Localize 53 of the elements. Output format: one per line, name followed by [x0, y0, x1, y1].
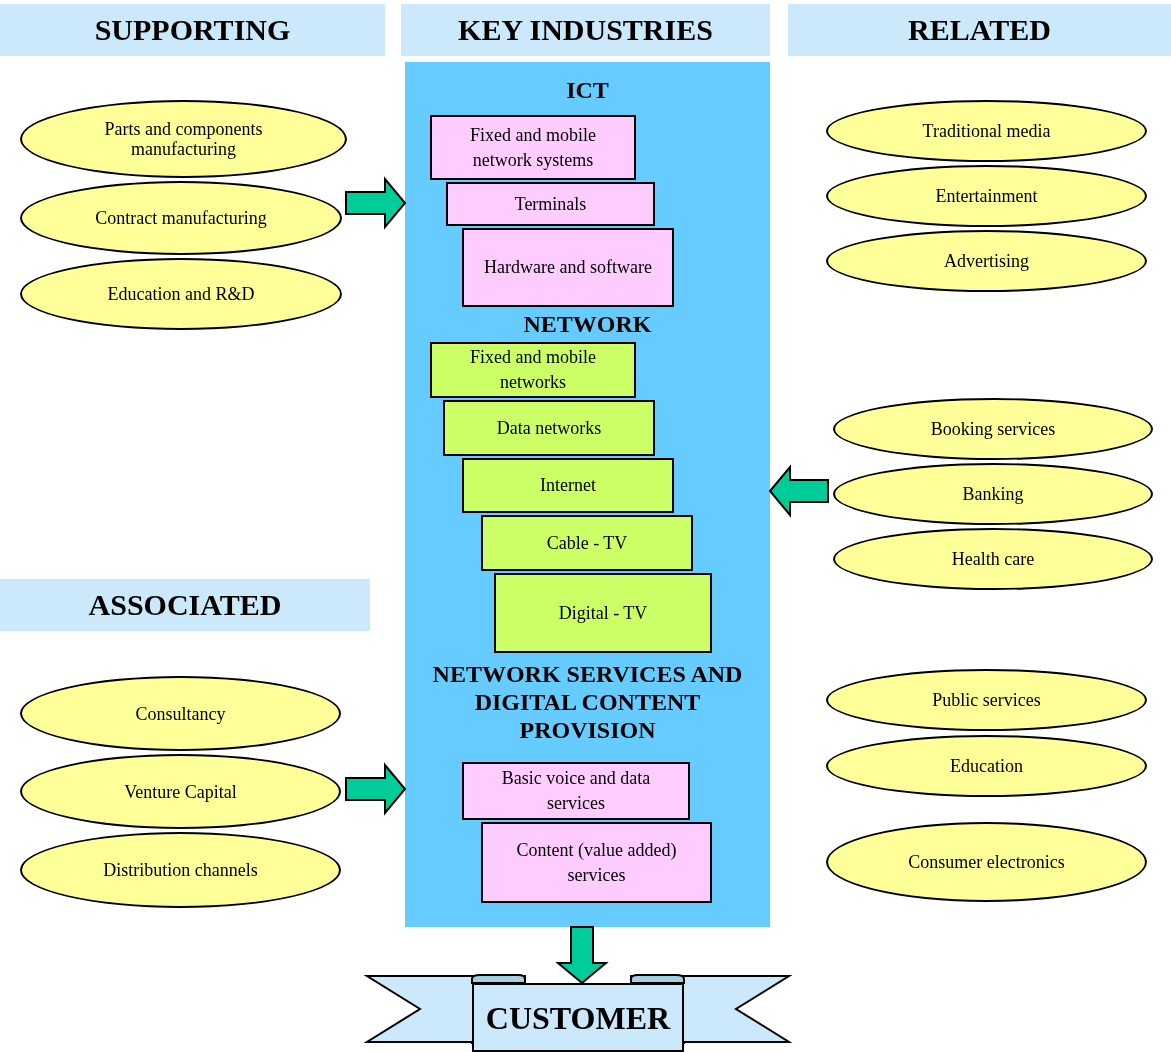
ellipse-label: Distribution channels [103, 860, 258, 880]
banner-text: CUSTOMER [485, 1001, 671, 1034]
block-arrow [345, 176, 407, 230]
block-arrow [345, 762, 407, 816]
box-label: Hardware and software [484, 256, 652, 279]
industry-box [446, 182, 655, 226]
industry-box [481, 822, 712, 903]
industry-box [430, 342, 636, 398]
industry-box [494, 573, 712, 653]
industry-box [481, 515, 693, 571]
header-band [788, 4, 1171, 56]
section-heading: SUPPORTING [94, 15, 291, 45]
group-heading: NETWORK SERVICES AND DIGITAL CONTENT PROVISION [431, 660, 744, 744]
industry-box [462, 228, 674, 307]
ellipse-label: Booking services [930, 419, 1056, 439]
ellipse-label: Traditional media [922, 121, 1051, 141]
box-label: Terminals [514, 192, 587, 216]
ellipse-label: Advertising [944, 251, 1029, 271]
box-label: Digital - TV [558, 601, 648, 625]
ellipse-label: Contract manufacturing [95, 208, 267, 228]
ellipse-label: Education and R&D [107, 284, 255, 304]
industry-box [443, 400, 655, 456]
box-label: Basic voice and data services [500, 767, 652, 815]
ellipse-label: Consultancy [135, 703, 226, 724]
header-band [0, 4, 385, 56]
ellipse-label: Health care [951, 549, 1035, 569]
ellipse-label: Parts and components manufacturing [103, 119, 264, 159]
box-label: Content (value added) services [515, 838, 678, 887]
ellipse-label: Education [950, 756, 1023, 776]
ellipse-label: Banking [962, 484, 1024, 504]
industry-box [462, 458, 674, 513]
group-heading: NETWORK [522, 310, 653, 338]
ellipse-label: Consumer electronics [908, 852, 1065, 872]
banner-label-panel [472, 983, 684, 1052]
block-arrow [555, 926, 609, 985]
group-heading: ICT [565, 76, 610, 104]
header-band [401, 4, 770, 56]
box-label: Data networks [496, 416, 602, 440]
header-band [0, 579, 370, 631]
box-label: Fixed and mobile networks [469, 346, 597, 394]
section-heading: RELATED [908, 15, 1051, 45]
ellipse-label: Entertainment [935, 186, 1038, 206]
box-label: Cable - TV [546, 531, 628, 555]
box-label: Fixed and mobile network systems [469, 123, 597, 172]
section-heading: ASSOCIATED [88, 590, 282, 620]
ellipse-label: Public services [932, 690, 1041, 710]
box-label: Internet [540, 474, 596, 497]
block-arrow [768, 464, 829, 518]
ellipse-label: Venture Capital [124, 781, 237, 802]
industry-box [462, 762, 690, 820]
industry-box [430, 115, 636, 180]
section-heading: KEY INDUSTRIES [458, 15, 713, 45]
industry-panel [405, 62, 770, 927]
